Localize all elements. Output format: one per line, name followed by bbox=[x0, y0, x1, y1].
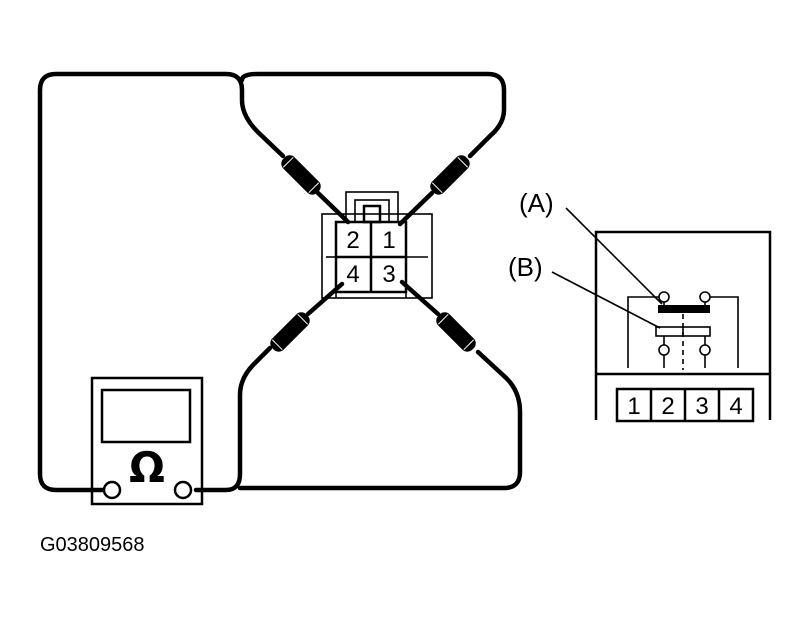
meter-terminal-right-icon bbox=[173, 480, 193, 500]
callout-a-leader bbox=[565, 207, 663, 305]
relay-inset bbox=[594, 230, 772, 423]
connector-pin-4: 4 bbox=[346, 261, 359, 288]
figure-id: G03809568 bbox=[40, 534, 145, 556]
probe-pin-4 bbox=[270, 312, 310, 352]
relay-terminal-2: 2 bbox=[661, 393, 674, 420]
meter-terminal-left-icon bbox=[102, 480, 122, 500]
meter-lead-to-pin-2 bbox=[37, 71, 286, 493]
connector-pin-3: 3 bbox=[382, 261, 395, 288]
callout-a: (A) bbox=[519, 188, 554, 218]
connector-pin-2: 2 bbox=[346, 227, 359, 254]
probe-pin-1 bbox=[430, 155, 470, 195]
contact-bar-a bbox=[658, 305, 710, 313]
probe-pin-3 bbox=[436, 312, 476, 352]
probe-pin-2 bbox=[281, 155, 321, 195]
relay-terminal-3: 3 bbox=[695, 393, 708, 420]
callout-b: (B) bbox=[508, 252, 543, 282]
lead-pin-1 bbox=[239, 71, 507, 159]
lead-pin-3 bbox=[237, 349, 523, 491]
relay-connector bbox=[321, 191, 433, 299]
relay-terminal-4: 4 bbox=[729, 393, 742, 420]
ohmmeter bbox=[90, 376, 204, 506]
connector-pin-1: 1 bbox=[382, 227, 395, 254]
callout-b-leader bbox=[551, 271, 661, 329]
meter-lead-to-pin-4 bbox=[193, 345, 273, 493]
relay-terminal-1: 1 bbox=[627, 393, 640, 420]
ohm-symbol: Ω bbox=[129, 443, 165, 492]
